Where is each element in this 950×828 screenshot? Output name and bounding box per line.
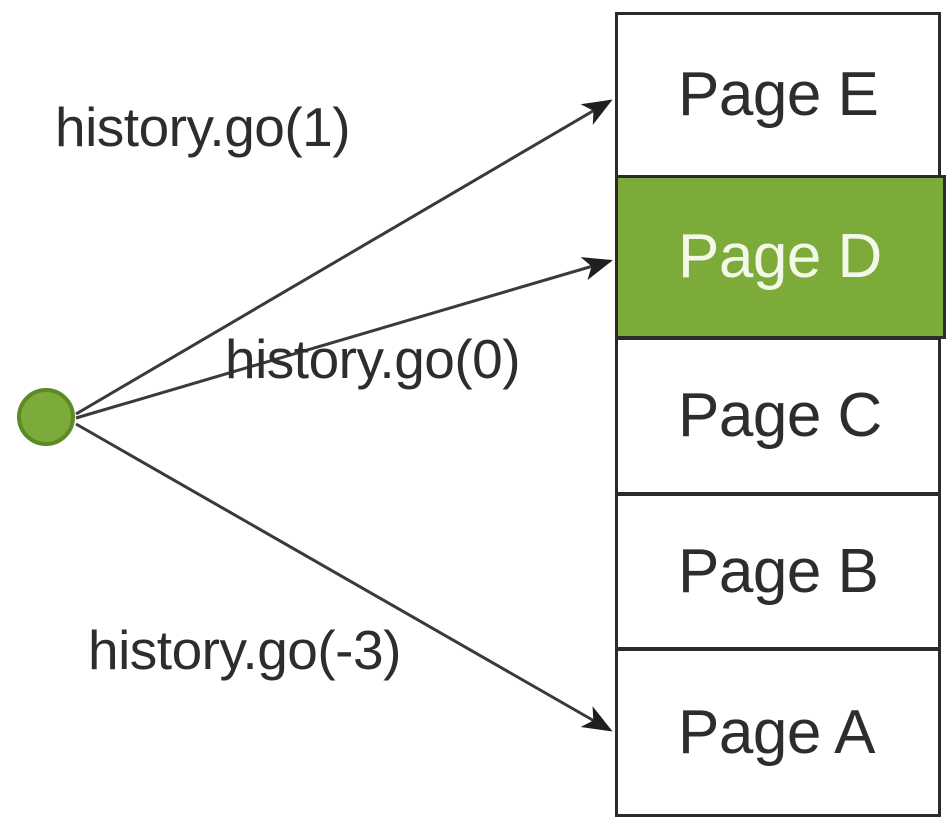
stack-entry-label: Page B: [678, 536, 879, 606]
stack-entry-page-c[interactable]: Page C: [615, 337, 941, 495]
current-position-node[interactable]: [17, 388, 75, 446]
label-history-go-0: history.go(0): [225, 328, 521, 390]
arrow-history-go-neg3: [75, 422, 613, 732]
stack-entry-page-e[interactable]: Page E: [615, 12, 941, 178]
label-history-go-neg3: history.go(-3): [88, 619, 401, 681]
stack-entry-label: Page C: [678, 381, 882, 450]
stack-entry-label: Page E: [678, 60, 879, 129]
stack-entry-label: Page D: [678, 222, 882, 291]
stack-entry-page-d[interactable]: Page D: [615, 175, 946, 339]
history-stack: Page E Page D Page C Page B Page A: [615, 12, 946, 817]
label-history-go-1: history.go(1): [55, 96, 351, 158]
stack-entry-page-b[interactable]: Page B: [615, 493, 941, 650]
stack-entry-page-a[interactable]: Page A: [615, 648, 941, 817]
stack-entry-label: Page A: [678, 697, 875, 767]
